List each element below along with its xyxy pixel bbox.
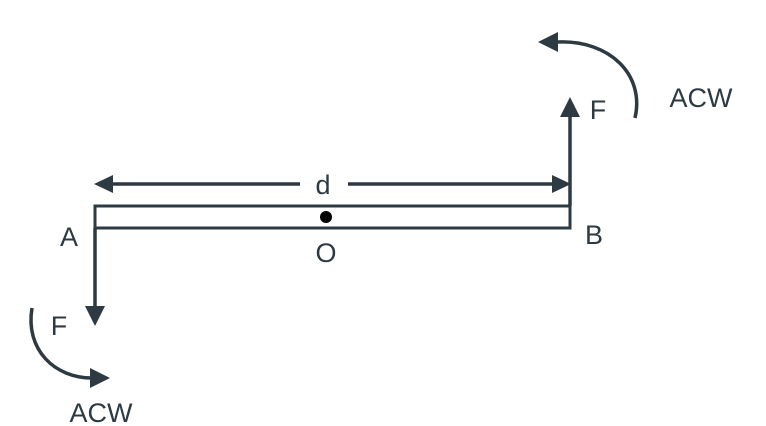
pivot-label: O	[315, 238, 336, 268]
rotation-arrow-bottom	[29, 307, 93, 380]
end-a-label: A	[60, 222, 78, 252]
distance-arrowhead-right	[552, 175, 571, 193]
rotation-label-bottom: ACW	[70, 398, 134, 426]
beam	[93, 204, 572, 230]
distance-label: d	[315, 170, 330, 200]
force-b-label: F	[590, 95, 607, 125]
rotation-arrowhead-top	[538, 32, 558, 52]
end-b-label: B	[585, 220, 603, 250]
force-b-arrowhead	[560, 97, 580, 117]
rotation-arrow-top	[557, 40, 639, 119]
pivot-dot	[320, 211, 332, 223]
rotation-arrowhead-bottom	[90, 368, 110, 388]
distance-arrowhead-left	[94, 175, 113, 193]
force-a-arrowhead	[85, 306, 105, 326]
force-a-label: F	[51, 311, 68, 341]
rotation-label-top: ACW	[670, 83, 734, 113]
